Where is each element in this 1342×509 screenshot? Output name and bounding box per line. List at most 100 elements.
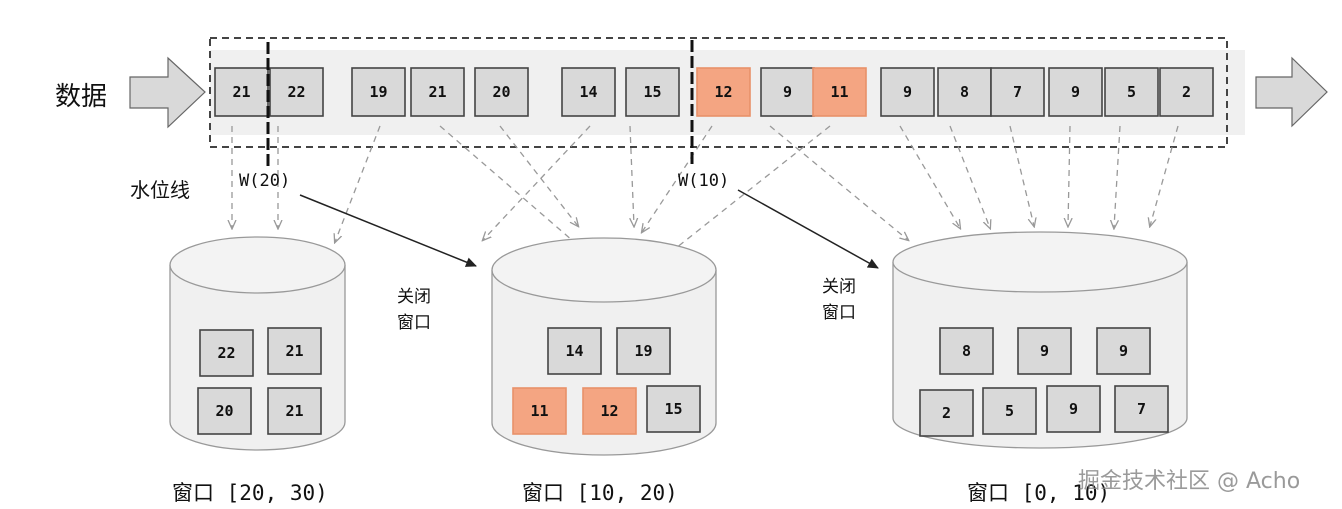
event-value: 11 <box>530 402 548 420</box>
event-box <box>547 327 602 375</box>
stream-event: 9 <box>880 67 935 117</box>
stream-event: 21 <box>214 67 269 117</box>
stream-event: 8 <box>937 67 992 117</box>
event-value: 20 <box>215 402 233 420</box>
window-20-30-cylinder: 22 21 20 21 <box>169 236 346 451</box>
window-event: 7 <box>1114 385 1169 433</box>
window-event: 22 <box>199 329 254 377</box>
event-box <box>696 67 751 117</box>
event-value: 22 <box>217 344 235 362</box>
event-value: 12 <box>714 83 732 101</box>
assign-arrow <box>499 125 578 226</box>
window-event: 12 <box>582 387 637 435</box>
assign-arrow <box>439 125 595 260</box>
event-value: 15 <box>664 400 682 418</box>
event-box <box>1096 327 1151 375</box>
stream-event: 20 <box>474 67 529 117</box>
event-value: 7 <box>1137 400 1146 418</box>
assign-arrow <box>630 125 634 226</box>
event-box <box>1017 327 1072 375</box>
assign-arrow <box>483 125 591 240</box>
event-box <box>199 329 254 377</box>
window-event: 9 <box>1046 385 1101 433</box>
window-event: 8 <box>939 327 994 375</box>
event-box <box>214 67 269 117</box>
event-box <box>582 387 637 435</box>
input-arrow-icon <box>129 56 206 129</box>
event-box <box>267 387 322 435</box>
window-event: 11 <box>512 387 567 435</box>
event-value: 9 <box>1040 342 1049 360</box>
window-event: 21 <box>267 327 322 375</box>
event-value: 8 <box>960 83 969 101</box>
event-box <box>561 67 616 117</box>
event-value: 9 <box>1071 83 1080 101</box>
event-value: 11 <box>830 83 848 101</box>
watermark-20-label: W(20) <box>239 171 290 191</box>
event-value: 20 <box>492 83 510 101</box>
assign-arrow <box>1114 125 1121 228</box>
event-box <box>269 67 324 117</box>
close-window-label-1b: 窗口 <box>397 313 431 333</box>
watermark-10-label: W(10) <box>678 171 729 191</box>
event-box <box>990 67 1045 117</box>
event-value: 21 <box>232 83 250 101</box>
assign-arrow <box>1150 125 1179 226</box>
stream-dashed-frame <box>209 37 1228 148</box>
event-box <box>880 67 935 117</box>
assign-arrow <box>769 125 908 240</box>
event-value: 9 <box>783 83 792 101</box>
event-box <box>1104 67 1159 117</box>
stream-event: 19 <box>351 67 406 117</box>
site-watermark: 掘金技术社区 @ Acho <box>1078 469 1300 494</box>
event-value: 19 <box>369 83 387 101</box>
event-box <box>982 387 1037 435</box>
stream-event: 7 <box>990 67 1045 117</box>
event-box <box>1048 67 1103 117</box>
event-value: 2 <box>942 404 951 422</box>
window-event: 20 <box>197 387 252 435</box>
event-value: 14 <box>565 342 583 360</box>
window-event: 15 <box>646 385 701 433</box>
event-value: 21 <box>285 402 303 420</box>
window-event: 2 <box>919 389 974 437</box>
event-value: 8 <box>962 342 971 360</box>
assign-arrow <box>899 125 960 228</box>
event-value: 22 <box>287 83 305 101</box>
close-window-label-2b: 窗口 <box>822 303 856 323</box>
assign-arrow <box>1009 125 1034 226</box>
event-value: 19 <box>634 342 652 360</box>
watermark-label: 水位线 <box>130 178 190 202</box>
event-value: 9 <box>903 83 912 101</box>
event-box <box>939 327 994 375</box>
event-value: 2 <box>1182 83 1191 101</box>
assign-arrow <box>1068 125 1070 226</box>
event-value: 5 <box>1005 402 1014 420</box>
stream-event: 5 <box>1104 67 1159 117</box>
event-value: 15 <box>643 83 661 101</box>
close-window-label-1a: 关闭 <box>397 287 431 307</box>
event-box <box>197 387 252 435</box>
event-value: 9 <box>1069 400 1078 418</box>
window-label-10-20: 窗口 [10, 20) <box>522 481 678 505</box>
close-arrow-10 <box>737 189 879 269</box>
event-value: 12 <box>600 402 618 420</box>
window-event: 21 <box>267 387 322 435</box>
event-value: 14 <box>579 83 597 101</box>
stream-event: 9 <box>760 67 815 117</box>
stream-event: 21 <box>410 67 465 117</box>
event-box <box>760 67 815 117</box>
stream-event: 2 <box>1159 67 1214 117</box>
close-window-label-2a: 关闭 <box>822 277 856 297</box>
event-box <box>646 385 701 433</box>
event-box <box>812 67 867 117</box>
assign-arrow <box>949 125 990 228</box>
window-event: 14 <box>547 327 602 375</box>
event-box <box>512 387 567 435</box>
window-10-20-cylinder: 14 19 11 12 15 <box>491 237 717 456</box>
stream-event: 11 <box>812 67 867 117</box>
event-value: 7 <box>1013 83 1022 101</box>
data-label: 数据 <box>55 82 107 112</box>
